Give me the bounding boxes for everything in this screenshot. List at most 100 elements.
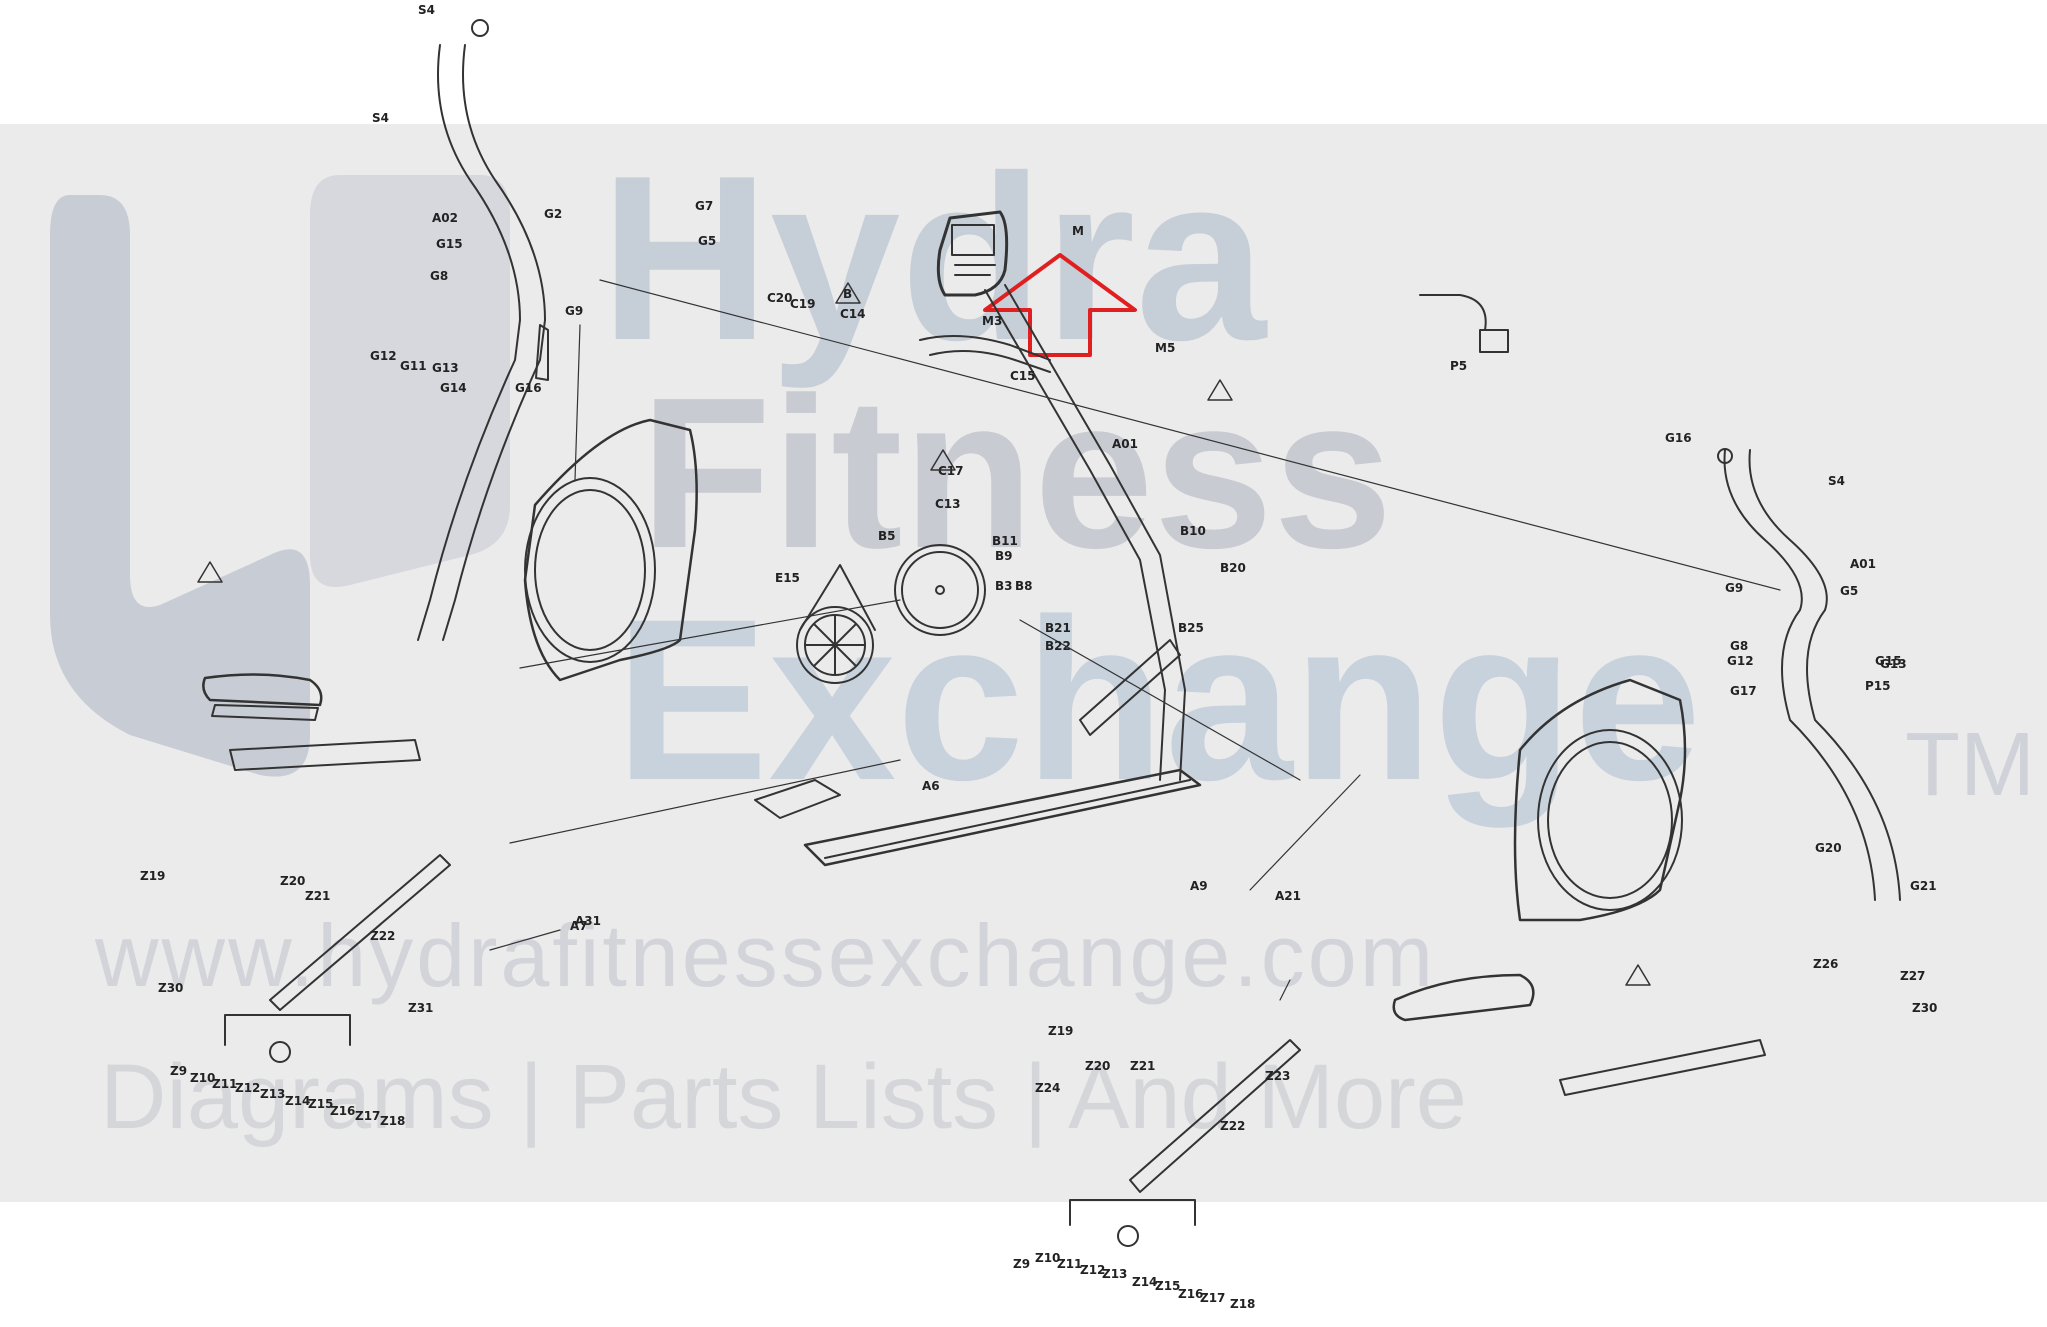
label-bottom-center-9: Z18 <box>1230 1297 1255 1311</box>
label-center-10: B3 <box>995 579 1013 593</box>
label-bottom-center-16: A21 <box>1275 889 1301 903</box>
label-top-left-8: G11 <box>400 359 427 373</box>
label-center-19: A6 <box>922 779 940 793</box>
bottom-center-wheel <box>1069 1199 1196 1247</box>
warning-triangle-icon <box>197 561 223 583</box>
label-bottom-left-7: Z16 <box>330 1104 355 1118</box>
label-top-left-12: G7 <box>695 199 713 213</box>
label-bottom-center-1: Z10 <box>1035 1251 1060 1265</box>
label-center-7: A01 <box>1112 437 1138 451</box>
labels-adapter: P5 <box>1450 359 1467 373</box>
label-center-1: C14 <box>840 307 866 321</box>
label-center-8: B5 <box>878 529 896 543</box>
label-bottom-center-5: Z14 <box>1132 1275 1157 1289</box>
label-center-3: C19 <box>790 297 816 311</box>
label-right-arm-15: Z30 <box>1912 1001 1937 1015</box>
warning-triangle-icon <box>1625 964 1651 986</box>
flywheel <box>894 544 986 636</box>
label-top-left-6: G9 <box>565 304 583 318</box>
console-mast <box>919 284 1186 781</box>
label-center-2: C20 <box>767 291 793 305</box>
label-right-arm-13: Z26 <box>1813 957 1838 971</box>
label-right-arm-3: G9 <box>1725 581 1743 595</box>
warning-triangles <box>197 282 1651 986</box>
right-handlebar-arm <box>1717 448 1901 901</box>
label-console-0: M <box>1072 224 1084 238</box>
label-bottom-left-12: Z21 <box>305 889 330 903</box>
label-right-arm-0: G16 <box>1665 431 1692 445</box>
label-top-left-4: G8 <box>430 269 448 283</box>
label-right-arm-2: A01 <box>1850 557 1876 571</box>
label-top-left-9: G13 <box>432 361 459 375</box>
left-shroud-cover <box>523 418 698 682</box>
label-bottom-center-15: Z24 <box>1035 1081 1060 1095</box>
label-bottom-center-10: Z19 <box>1048 1024 1073 1038</box>
left-pedal-arm <box>229 739 451 1011</box>
watermark-hydra: Hydra <box>600 126 1267 389</box>
label-bottom-left-11: Z20 <box>280 874 305 888</box>
label-right-arm-5: G8 <box>1730 639 1748 653</box>
label-top-left-11: G16 <box>515 381 542 395</box>
watermark-tagline: Diagrams | Parts Lists | And More <box>100 1046 1467 1148</box>
label-bottom-left-9: Z18 <box>380 1114 405 1128</box>
label-bottom-center-14: Z23 <box>1265 1069 1290 1083</box>
labels-center: B C14 C20 C19 C15 C17 C13 A01 B5 B10 B3 … <box>767 287 1246 893</box>
label-bottom-left-8: Z17 <box>355 1109 380 1123</box>
watermark-url: www.hydrafitnessexchange.com <box>95 906 1437 1005</box>
label-bottom-left-1: Z10 <box>190 1071 215 1085</box>
label-center-18: B22 <box>1045 639 1071 653</box>
label-right-arm-10: G17 <box>1730 684 1757 698</box>
left-handlebar-arm <box>417 19 549 641</box>
labels-console: M M3 M5 <box>982 224 1175 355</box>
label-center-4: C15 <box>1010 369 1036 383</box>
label-bottom-left-4: Z13 <box>260 1087 285 1101</box>
label-top-left-0: S4 <box>418 3 435 17</box>
label-bottom-left-16: Z31 <box>408 1001 433 1015</box>
label-top-left-3: G15 <box>436 237 463 251</box>
label-bottom-center-8: Z17 <box>1200 1291 1225 1305</box>
center-pedal-plate <box>754 779 841 819</box>
left-pedal <box>202 673 323 721</box>
label-console-1: M3 <box>982 314 1002 328</box>
label-top-left-7: G12 <box>370 349 397 363</box>
warning-triangle-icon <box>835 282 861 304</box>
label-right-arm-8: G15 <box>1875 654 1902 668</box>
label-bottom-center-12: Z21 <box>1130 1059 1155 1073</box>
label-bottom-center-7: Z16 <box>1178 1287 1203 1301</box>
label-center-12: B9 <box>995 549 1013 563</box>
label-bottom-left-6: Z15 <box>308 1097 333 1111</box>
label-bottom-center-4: Z13 <box>1102 1267 1127 1281</box>
watermark-fitness: Fitness <box>640 352 1393 593</box>
label-center-11: B8 <box>1015 579 1033 593</box>
label-adapter-0: P5 <box>1450 359 1467 373</box>
label-center-17: B21 <box>1045 621 1071 635</box>
drive-pulley <box>796 564 876 684</box>
label-top-left-13: G5 <box>698 234 716 248</box>
labels-right-arm: G16 S4 A01 G9 G5 G8 G12 G13 G15 P15 G17 … <box>1665 431 1937 1015</box>
warning-triangle-icon <box>930 449 956 471</box>
label-top-left-5: G2 <box>544 207 562 221</box>
label-center-9: B10 <box>1180 524 1206 538</box>
label-bottom-center-0: Z9 <box>1013 1257 1030 1271</box>
label-bottom-left-3: Z12 <box>235 1081 260 1095</box>
label-center-5: C17 <box>938 464 964 478</box>
power-adapter <box>1419 294 1509 353</box>
labels-top-left: S4 S4 A02 G15 G8 G2 G9 G12 G11 G13 G14 G… <box>370 3 716 395</box>
label-center-14: E15 <box>775 571 800 585</box>
label-center-20: A9 <box>1190 879 1208 893</box>
labels-bottom-center: Z9 Z10 Z11 Z12 Z13 Z14 Z15 Z16 Z17 Z18 Z… <box>570 889 1301 1311</box>
label-right-arm-4: G5 <box>1840 584 1858 598</box>
label-right-arm-9: P15 <box>1865 679 1891 693</box>
label-top-left-1: S4 <box>372 111 389 125</box>
label-right-arm-14: Z27 <box>1900 969 1925 983</box>
label-bottom-center-17: A7 <box>570 919 588 933</box>
label-right-arm-7: G13 <box>1880 657 1907 671</box>
warning-triangle-icon <box>1207 379 1233 401</box>
label-bottom-center-11: Z20 <box>1085 1059 1110 1073</box>
label-bottom-left-13: Z22 <box>370 929 395 943</box>
label-bottom-left-2: Z11 <box>212 1077 237 1091</box>
main-frame <box>803 639 1202 867</box>
label-bottom-left-0: Z9 <box>170 1064 187 1078</box>
bottom-left-wheel <box>224 1014 351 1063</box>
